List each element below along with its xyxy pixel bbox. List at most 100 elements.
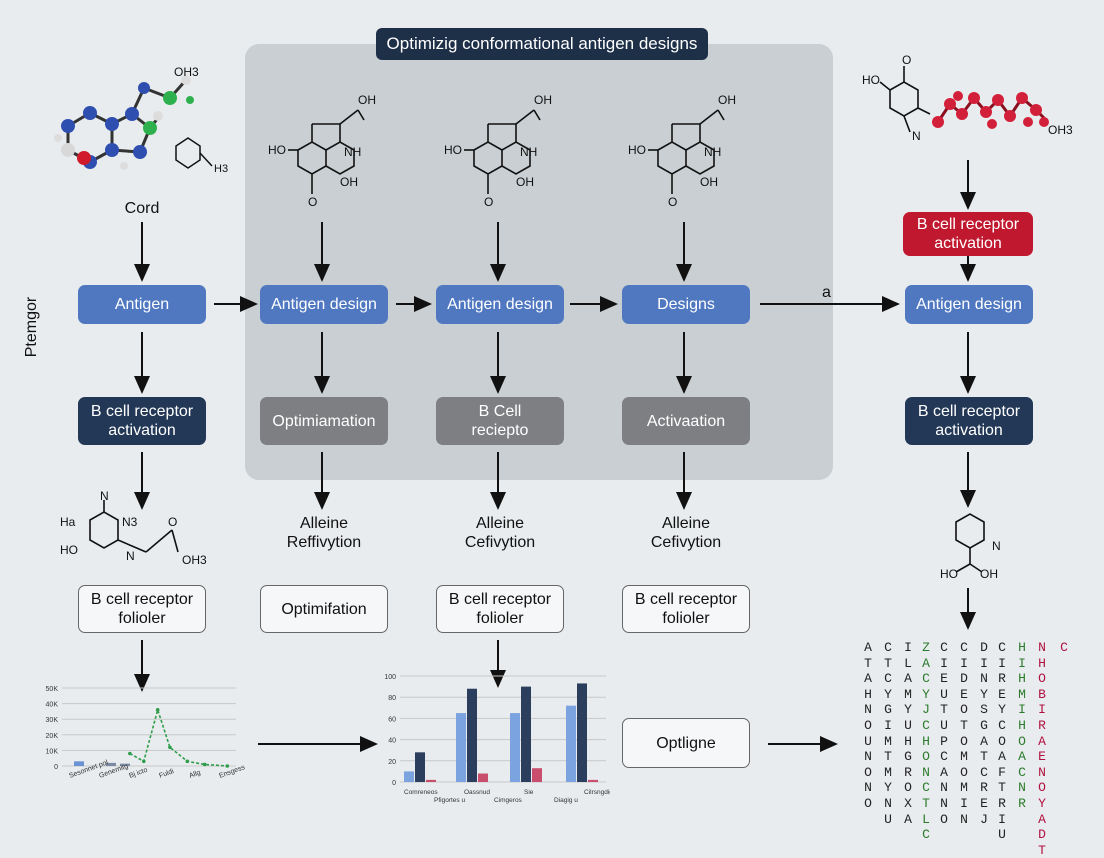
y-tick-label: 60 — [388, 716, 396, 723]
atom-label: OH3 — [1048, 123, 1073, 137]
mid-activation-3[interactable]: B cell receptor activation — [905, 397, 1033, 445]
molecule-ball-stick: OH3 H3 — [54, 65, 228, 175]
y-tick-label: 100 — [384, 674, 396, 681]
mid-activation-1[interactable]: B cell receptor activation — [78, 397, 206, 445]
molecule-ring-2: OH HO NH OH O — [444, 93, 552, 209]
atom-label: OH — [516, 175, 534, 189]
bar — [510, 713, 520, 782]
atom-label: Ha — [60, 515, 76, 529]
bar — [566, 705, 576, 782]
top-activation-box[interactable]: B cell receptor activation — [903, 212, 1033, 256]
atom-label: O — [668, 195, 677, 209]
line-point — [128, 751, 132, 756]
x-tick-label: Pfigortes u — [434, 797, 465, 804]
x-tick-label: Bj icto — [128, 767, 148, 780]
atom-label: OH3 — [182, 553, 207, 567]
result-text-1: Alleine Reffivytion — [286, 515, 362, 551]
y-tick-label: 80 — [388, 695, 396, 702]
connector-layer: a — [134, 160, 976, 752]
atom-label: O — [902, 53, 911, 67]
atom-label: HO — [940, 567, 958, 581]
line-point — [202, 762, 207, 767]
x-tick-label: Oassnud — [464, 789, 490, 796]
atom-label: OH — [980, 567, 998, 581]
bar — [577, 683, 587, 782]
y-tick-label: 40K — [46, 702, 59, 709]
line-series — [129, 707, 228, 767]
y-tick-label: 0 — [392, 780, 396, 787]
atom-label: OH — [700, 175, 718, 189]
x-tick-label: Diagig u — [554, 797, 578, 804]
folioler-box-1[interactable]: B cell receptor folioler — [78, 585, 206, 633]
line-point — [168, 745, 172, 750]
x-tick-label: Cilrsngdigs — [584, 789, 610, 796]
diagram-title: Optimizig conformational antigen designs — [376, 28, 708, 60]
optimization-box[interactable]: Optimifation — [260, 585, 388, 633]
bar — [521, 686, 531, 782]
bar — [120, 763, 130, 766]
bar — [467, 688, 477, 782]
arrow-label: a — [822, 284, 831, 301]
result-text-2: Alleine Cefivytion — [464, 515, 536, 551]
atom-label: N3 — [122, 515, 138, 529]
folioler-box-2[interactable]: B cell receptor folioler — [436, 585, 564, 633]
atom-label: O — [308, 195, 317, 209]
folioler-box-3[interactable]: B cell receptor folioler — [622, 585, 750, 633]
bar — [74, 761, 84, 766]
node-antigen[interactable]: Antigen — [78, 285, 206, 324]
x-tick-label: Comreneos — [404, 789, 438, 796]
atom-label: N — [992, 539, 1001, 553]
bar — [478, 773, 488, 782]
atom-label: N — [912, 129, 921, 143]
molecule-ring-1: OH HO NH OH O — [268, 93, 376, 209]
node-antigen-design-1[interactable]: Antigen design — [260, 285, 388, 324]
node-antigen-design-2[interactable]: Antigen design — [436, 285, 564, 324]
bar — [106, 762, 116, 766]
atom-label: HO — [444, 143, 462, 157]
x-tick-label: Sie — [524, 789, 534, 796]
atom-label: OH3 — [174, 65, 199, 79]
atom-label: NH — [344, 145, 361, 159]
result-text-3: Alleine Cefivytion — [650, 515, 722, 551]
y-tick-label: 10K — [46, 748, 59, 755]
line-point — [141, 759, 146, 764]
node-antigen-design-3[interactable]: Antigen design — [905, 285, 1033, 324]
molecule-ring-3: OH HO NH OH O — [628, 93, 736, 209]
y-tick-label: 50K — [46, 686, 59, 693]
atom-label: O — [484, 195, 493, 209]
bar — [456, 713, 466, 782]
mid-b-cell-receptor[interactable]: B Cell reciepto — [436, 397, 564, 445]
optligne-box[interactable]: Optligne — [622, 718, 750, 768]
mid-activation-2[interactable]: Activaation — [622, 397, 750, 445]
line-point — [185, 759, 190, 764]
atom-label: N — [100, 490, 109, 503]
x-tick-label: Cimgeros — [494, 797, 523, 804]
y-tick-label: 30K — [46, 717, 59, 724]
bar — [532, 768, 542, 782]
node-designs[interactable]: Designs — [622, 285, 750, 324]
atom-label: HO — [268, 143, 286, 157]
molecule-chain: HO O N OH3 — [862, 53, 1073, 143]
molecule-bottom-left: N Ha N3 HO N O OH3 — [60, 490, 207, 567]
atom-label: HO — [628, 143, 646, 157]
cord-label: Cord — [124, 200, 160, 217]
y-tick-label: 40 — [388, 738, 396, 745]
line-point — [155, 708, 160, 712]
bar — [415, 752, 425, 782]
atom-label: NH — [704, 145, 721, 159]
x-tick-label: Fuldi — [158, 768, 175, 780]
y-tick-label: 0 — [54, 764, 58, 771]
atom-label: HO — [60, 543, 78, 557]
mid-optimization[interactable]: Optimiamation — [260, 397, 388, 445]
